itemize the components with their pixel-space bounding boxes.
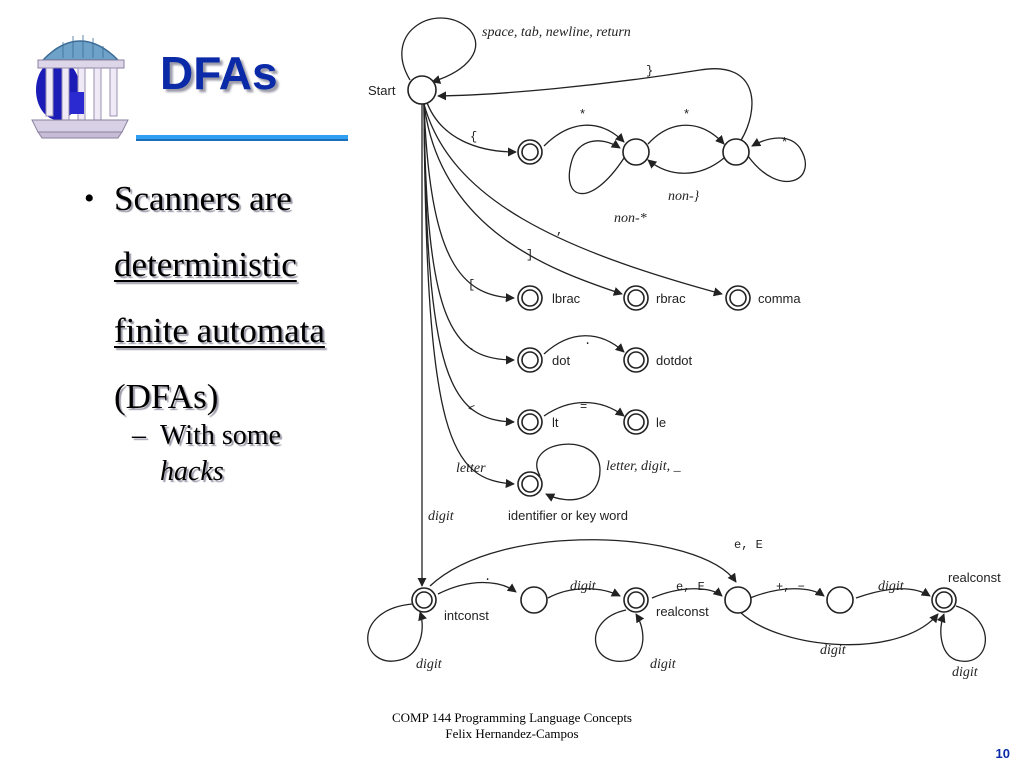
label-lbrace: { [470, 130, 477, 144]
edge-dotdot [543, 335, 625, 355]
slide-title: DFAs [160, 47, 278, 99]
edge-identifier-loop [536, 443, 601, 502]
bullet-line-4: (DFAs) [114, 377, 219, 416]
label-eq-edge: = [580, 400, 587, 414]
label-letter-edge: letter [456, 461, 486, 476]
edge-digit-a [547, 588, 621, 599]
edge-whitespace-loop [401, 17, 477, 84]
sub-bullet-dash: – [132, 420, 146, 451]
edge-letter [423, 103, 515, 489]
label-whitespace: space, tab, newline, return [482, 25, 631, 40]
label-comma-edge: , [556, 224, 563, 238]
label-non-rbrace: non-} [668, 189, 700, 204]
label-digit-a: digit [570, 579, 597, 594]
state-exp-sign [826, 586, 854, 614]
label-lt-edge: < [468, 402, 475, 416]
state-comment-star [722, 138, 750, 166]
sub-bullet: – With some hacks [84, 418, 384, 490]
label-rbrac: rbrac [656, 291, 686, 306]
edge-dot [423, 103, 515, 365]
bullet-line-1: Scanners are [114, 179, 292, 218]
label-e-E-mid: e, E [676, 580, 705, 594]
bullet-line-2: deterministic [114, 245, 297, 284]
label-digit-bottom: digit [820, 643, 847, 658]
state-comment-body [622, 138, 650, 166]
label-lbracket-edge: [ [468, 278, 475, 292]
edge-lbracket [423, 103, 515, 303]
edge-rbracket [423, 103, 623, 296]
edge-star-2 [647, 124, 725, 145]
label-identifier: identifier or key word [508, 508, 628, 523]
edge-int-dot [437, 581, 517, 595]
label-lbrac: lbrac [552, 291, 581, 306]
edge-non-star-loop [568, 139, 625, 195]
edge-comma [423, 103, 723, 297]
label-digit-loop-real: digit [650, 657, 677, 672]
dfa-diagram: Start space, tab, newline, return } { * … [367, 17, 1001, 680]
label-realconst-end: realconst [948, 570, 1001, 585]
label-star-1: * [580, 106, 585, 121]
label-plus-minus: +, − [776, 580, 805, 594]
label-dotdot: dotdot [656, 353, 693, 368]
edge-rbrace-return [437, 68, 753, 143]
label-digit-loop-int: digit [416, 657, 443, 672]
label-digit-loop-end: digit [952, 665, 979, 680]
edge-plus-minus [749, 587, 825, 599]
label-le: le [656, 415, 666, 430]
edge-star-1 [543, 124, 625, 147]
label-comma: comma [758, 291, 801, 306]
bullet-list: • Scanners are deterministic finite auto… [84, 166, 384, 490]
label-dot-edge-2: . [584, 334, 591, 348]
state-exp [724, 586, 752, 614]
edge-digit-b [855, 587, 931, 599]
label-intconst: intconst [444, 608, 489, 623]
page-number: 10 [995, 746, 1010, 761]
edge-int-eE [429, 539, 737, 587]
label-digit-edge: digit [428, 509, 455, 524]
label-letter-loop: letter, digit, _ [606, 459, 682, 474]
edge-end-loop [936, 605, 986, 662]
edge-non-rbrace [647, 157, 725, 174]
label-int-dot: . [484, 570, 491, 584]
sub-bullet-emphasis: hacks [160, 456, 224, 487]
label-start: Start [368, 83, 396, 98]
edge-real-eE [651, 587, 723, 599]
label-rbrace: } [646, 64, 653, 78]
edge-star-loop [747, 137, 806, 183]
edge-digit-bottom [739, 611, 939, 646]
state-after-dot [520, 586, 548, 614]
footer-author: Felix Hernandez-Campos [445, 726, 579, 741]
edge-le [543, 401, 625, 417]
label-dot-edge: . [468, 340, 475, 354]
bullet-main: • Scanners are deterministic finite auto… [84, 166, 384, 430]
old-well-logo [18, 20, 136, 142]
label-dot: dot [552, 353, 570, 368]
state-start [407, 75, 437, 105]
footer-course: COMP 144 Programming Language Concepts [392, 710, 632, 725]
edge-intconst-loop [367, 603, 427, 662]
footer: COMP 144 Programming Language Concepts F… [300, 710, 724, 742]
title-underline [136, 135, 348, 139]
label-star-2: * [684, 106, 689, 121]
label-realconst-mid: realconst [656, 604, 709, 619]
label-non-star: non-* [614, 211, 647, 226]
edge-lbrace [425, 99, 517, 157]
edge-realconst-loop [595, 609, 645, 662]
label-e-E-top: e, E [734, 538, 763, 552]
label-digit-b: digit [878, 579, 905, 594]
label-rbracket-edge: ] [526, 248, 533, 262]
sub-bullet-line-1: With some [160, 420, 281, 451]
bullet-line-3: finite automata [114, 311, 325, 350]
label-star-3: * [782, 134, 787, 149]
label-lt: lt [552, 415, 559, 430]
bullet-dot: • [84, 182, 95, 215]
